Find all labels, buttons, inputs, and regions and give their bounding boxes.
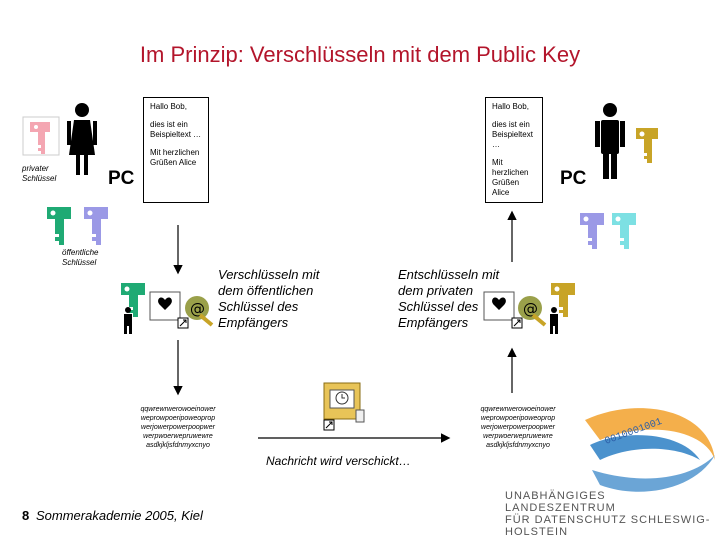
person-small-right-icon (550, 307, 558, 334)
letter-document-right: Hallo Bob, dies ist ein Beispieltext … M… (485, 97, 543, 203)
letter-body: dies ist ein Beispieltext … (150, 120, 202, 139)
footer-event: Sommerakademie 2005, Kiel (36, 508, 203, 523)
person-small-icon (124, 307, 132, 334)
recipient-public-key-green-icon (121, 283, 145, 317)
public-key-purple-right-icon (580, 213, 604, 249)
recipient-private-key-gold-icon (551, 283, 575, 317)
public-key-purple-icon (84, 207, 108, 245)
uld-logo-icon: 0010001001 (585, 408, 715, 492)
letter-document-left: Hallo Bob, dies ist ein Beispieltext … M… (143, 97, 209, 203)
person-man-icon (595, 103, 625, 179)
person-woman-icon (67, 103, 97, 175)
public-keys-label: öffentliche Schlüssel (62, 248, 99, 267)
private-key-icon (22, 116, 60, 156)
letter-closing: Mit herzlichen Grüßen Alice (150, 148, 200, 167)
encryption-software-icon: @ (149, 291, 214, 329)
message-sent-label: Nachricht wird verschickt… (266, 454, 411, 468)
letter-greeting: Hallo Bob, (150, 102, 187, 111)
page-number: 8 (22, 508, 30, 523)
public-key-green-icon (47, 207, 71, 245)
decrypt-text: Entschlüsseln mit dem privaten Schlüssel… (398, 267, 500, 330)
decryption-software-icon: @ (483, 291, 547, 329)
slide-title: Im Prinzip: Verschlüsseln mit dem Public… (139, 42, 581, 67)
encrypt-text: Verschlüsseln mit dem öffentlichen Schlü… (218, 267, 320, 330)
email-envelope-icon (323, 382, 365, 431)
ciphertext-left: qqwrewrwerowoeinower weprowpoeripoweopro… (140, 406, 216, 449)
letter-body: dies ist ein Beispieltext … (492, 120, 533, 149)
svg-text:@: @ (523, 300, 538, 318)
logo-line2: FÜR DATENSCHUTZ SCHLESWIG-HOLSTEIN (505, 514, 711, 538)
public-key-cyan-icon (612, 213, 636, 249)
pc-label-left: PC (108, 168, 135, 189)
pc-label-right: PC (560, 168, 587, 189)
private-key-gold-icon (636, 128, 658, 163)
ciphertext-right: qqwrewrwerowoeinower weprowpoeripoweopro… (480, 406, 556, 449)
letter-closing: Mit herzlichen Grüßen Alice (492, 158, 529, 197)
letter-greeting: Hallo Bob, (492, 102, 529, 111)
logo-line1: UNABHÄNGIGES LANDESZENTRUM (505, 490, 616, 514)
private-key-label: privater Schlüssel (22, 164, 57, 183)
